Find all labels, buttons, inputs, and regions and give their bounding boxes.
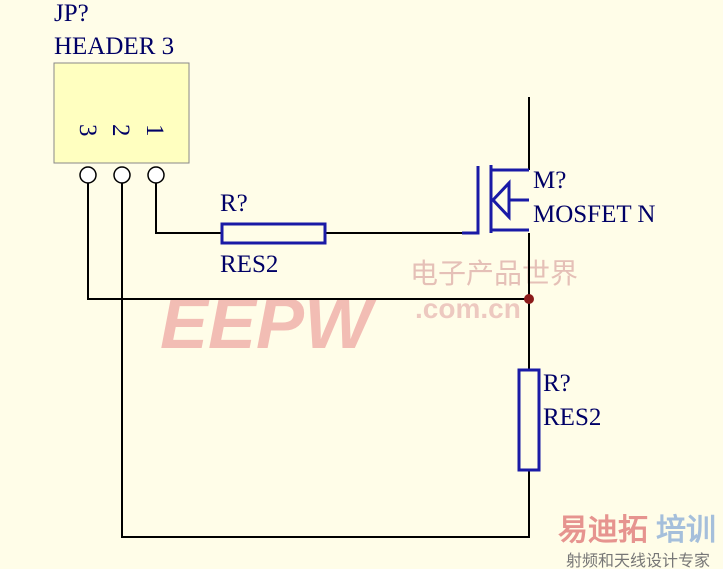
watermark-cn: 电子产品世界	[410, 258, 578, 290]
pin-1-label: 1	[141, 124, 168, 137]
pin-2-label: 2	[107, 124, 134, 137]
header-name: HEADER 3	[54, 33, 174, 60]
pin-3-label: 3	[74, 124, 101, 137]
pin-3[interactable]	[79, 166, 97, 184]
wires	[87, 97, 530, 538]
resistor-2-name: RES2	[543, 404, 601, 431]
schematic-stroke	[53, 62, 190, 164]
schematic-stroke	[87, 183, 529, 300]
schematic-stroke	[490, 179, 511, 221]
header-designator: JP?	[54, 0, 89, 27]
schematic-stroke	[462, 166, 480, 235]
schematic-stroke	[220, 222, 327, 245]
watermark2-brand-a: 易迪拓	[558, 514, 648, 547]
resistor-1[interactable]: R? RES2	[220, 190, 327, 278]
junction-dot	[524, 294, 534, 304]
pin-1[interactable]	[147, 166, 165, 184]
watermark-domain: .com.cn	[415, 293, 521, 324]
watermark2-brand-b: 培训	[656, 513, 716, 547]
mosfet-name: MOSFET N	[533, 201, 656, 228]
mosfet[interactable]: M? MOSFET N	[462, 165, 656, 235]
mosfet-designator: M?	[533, 167, 566, 194]
watermark2-tagline: 射频和天线设计专家	[566, 552, 710, 569]
schematic-stroke	[121, 183, 530, 538]
schematic-stroke	[517, 368, 541, 472]
watermark-logo: EEPW	[160, 284, 378, 364]
training-watermark: 易迪拓 培训 射频和天线设计专家	[558, 513, 716, 569]
eepw-watermark: EEPW 电子产品世界 .com.cn	[160, 258, 578, 364]
resistor-2-designator: R?	[543, 370, 571, 397]
resistor-1-designator: R?	[220, 190, 248, 217]
schematic-stroke	[155, 183, 222, 234]
pin-2[interactable]	[113, 166, 131, 184]
resistor-2[interactable]: R? RES2	[517, 368, 601, 472]
header-component[interactable]: JP? HEADER 3 3 2 1	[53, 0, 190, 184]
resistor-1-name: RES2	[220, 251, 278, 278]
